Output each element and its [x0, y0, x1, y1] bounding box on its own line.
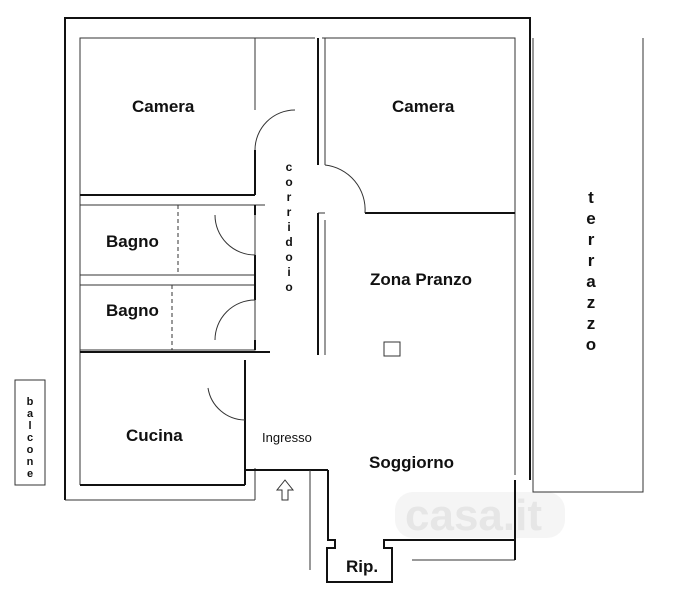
- watermark: casa.it: [395, 491, 565, 540]
- watermark-text: casa.it: [405, 491, 542, 540]
- room-label-soggiorno: Soggiorno: [369, 453, 454, 472]
- room-label-ripostiglio: Rip.: [346, 557, 378, 576]
- walls: [14, 17, 644, 583]
- room-label-camera-left: Camera: [132, 97, 195, 116]
- entry-arrow-icon: [275, 479, 295, 501]
- room-label-ingresso: Ingresso: [262, 430, 312, 445]
- room-label-zona-pranzo: Zona Pranzo: [370, 270, 472, 289]
- room-label-corridoio: corridoio: [282, 160, 296, 295]
- room-label-cucina: Cucina: [126, 426, 183, 445]
- room-label-bagno-2: Bagno: [106, 301, 159, 320]
- room-label-balcone: balcone: [24, 396, 36, 480]
- room-label-terrazzo: terrazzo: [582, 188, 601, 356]
- room-label-bagno-1: Bagno: [106, 232, 159, 251]
- doors: [207, 109, 366, 421]
- room-label-camera-right: Camera: [392, 97, 455, 116]
